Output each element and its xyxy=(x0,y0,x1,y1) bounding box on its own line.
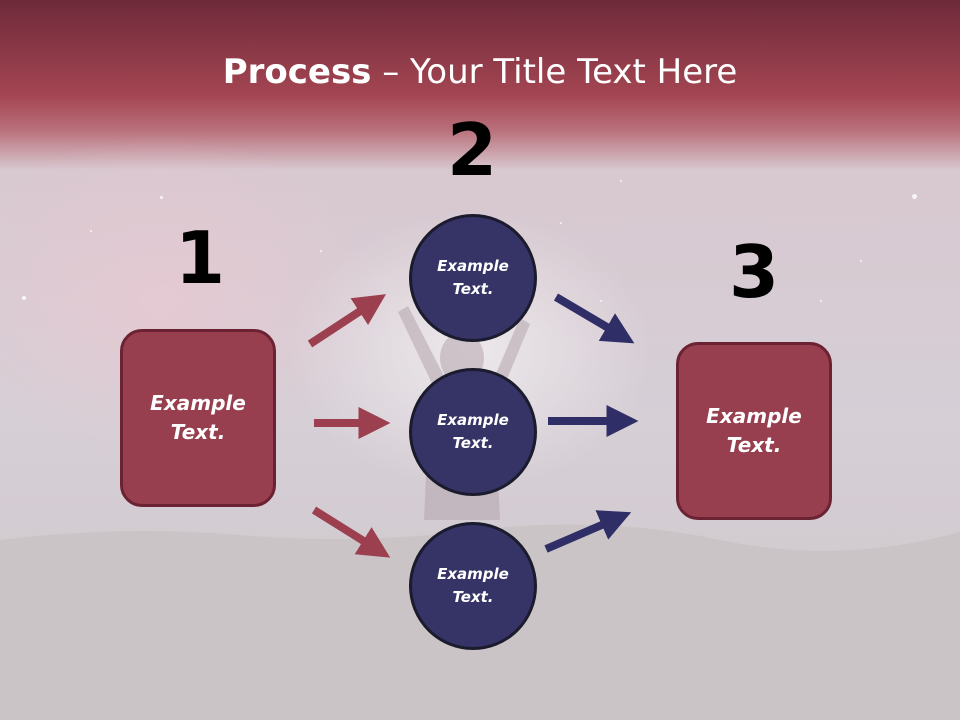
step-number-1: 1 xyxy=(174,216,226,300)
node-middle-label-line1: Example xyxy=(437,411,509,429)
title-bold: Process xyxy=(222,52,372,92)
step-number-3: 3 xyxy=(728,230,780,314)
node-circle-middle: Example Text. xyxy=(409,368,537,496)
arrow-1-to-bottom xyxy=(311,506,391,558)
arrow-1-to-top xyxy=(307,294,387,348)
step-1-box: Example Text. xyxy=(120,329,276,507)
node-bottom-label-line1: Example xyxy=(437,565,509,583)
node-top-label-line1: Example xyxy=(437,257,509,275)
step-1-label-line1: Example xyxy=(150,391,246,415)
node-circle-top: Example Text. xyxy=(409,214,537,342)
node-bottom-label-line2: Text. xyxy=(452,588,494,606)
node-circle-bottom: Example Text. xyxy=(409,522,537,650)
arrow-bottom-to-3 xyxy=(544,510,632,553)
node-middle-label-line2: Text. xyxy=(452,434,494,452)
step-3-label-line2: Text. xyxy=(726,433,782,457)
step-number-2: 2 xyxy=(446,108,498,192)
title-rest: – Your Title Text Here xyxy=(371,52,738,92)
slide-title: Process – Your Title Text Here xyxy=(0,52,960,92)
node-top-label-line2: Text. xyxy=(452,280,494,298)
arrow-top-to-3 xyxy=(553,293,635,344)
step-1-label-line2: Text. xyxy=(170,420,226,444)
step-3-label-line1: Example xyxy=(706,404,802,428)
step-3-box: Example Text. xyxy=(676,342,832,520)
